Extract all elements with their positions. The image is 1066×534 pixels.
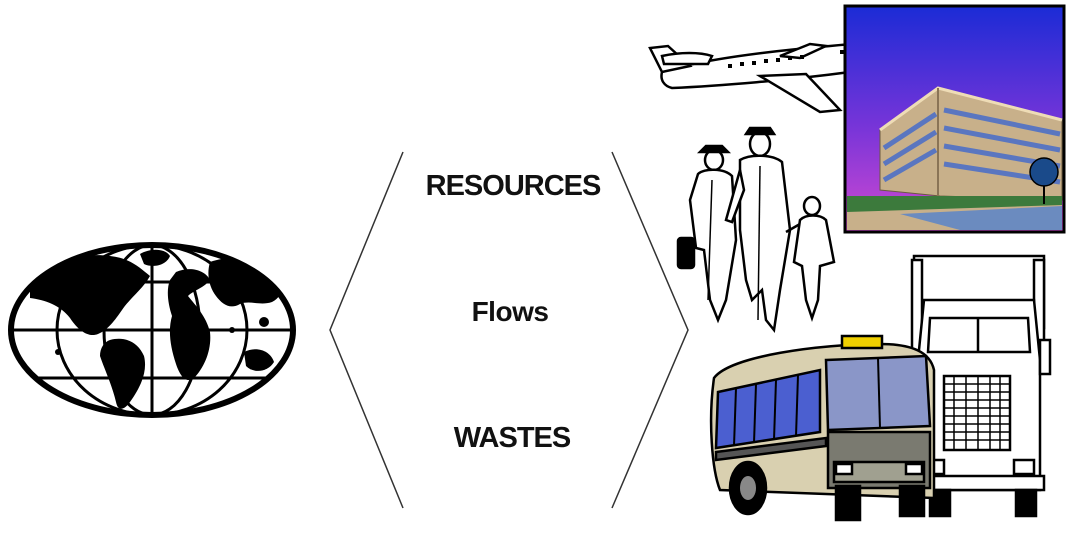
right-bracket-line (611, 151, 689, 509)
globe-icon (8, 242, 296, 418)
flows-label: Flows (471, 296, 549, 327)
family-walking-icon (676, 126, 836, 334)
resources-label: RESOURCES (425, 170, 602, 202)
office-building-icon (843, 4, 1066, 234)
left-bracket-line (329, 151, 404, 509)
wastes-label: WASTES (453, 422, 571, 454)
bus-icon (709, 334, 936, 522)
